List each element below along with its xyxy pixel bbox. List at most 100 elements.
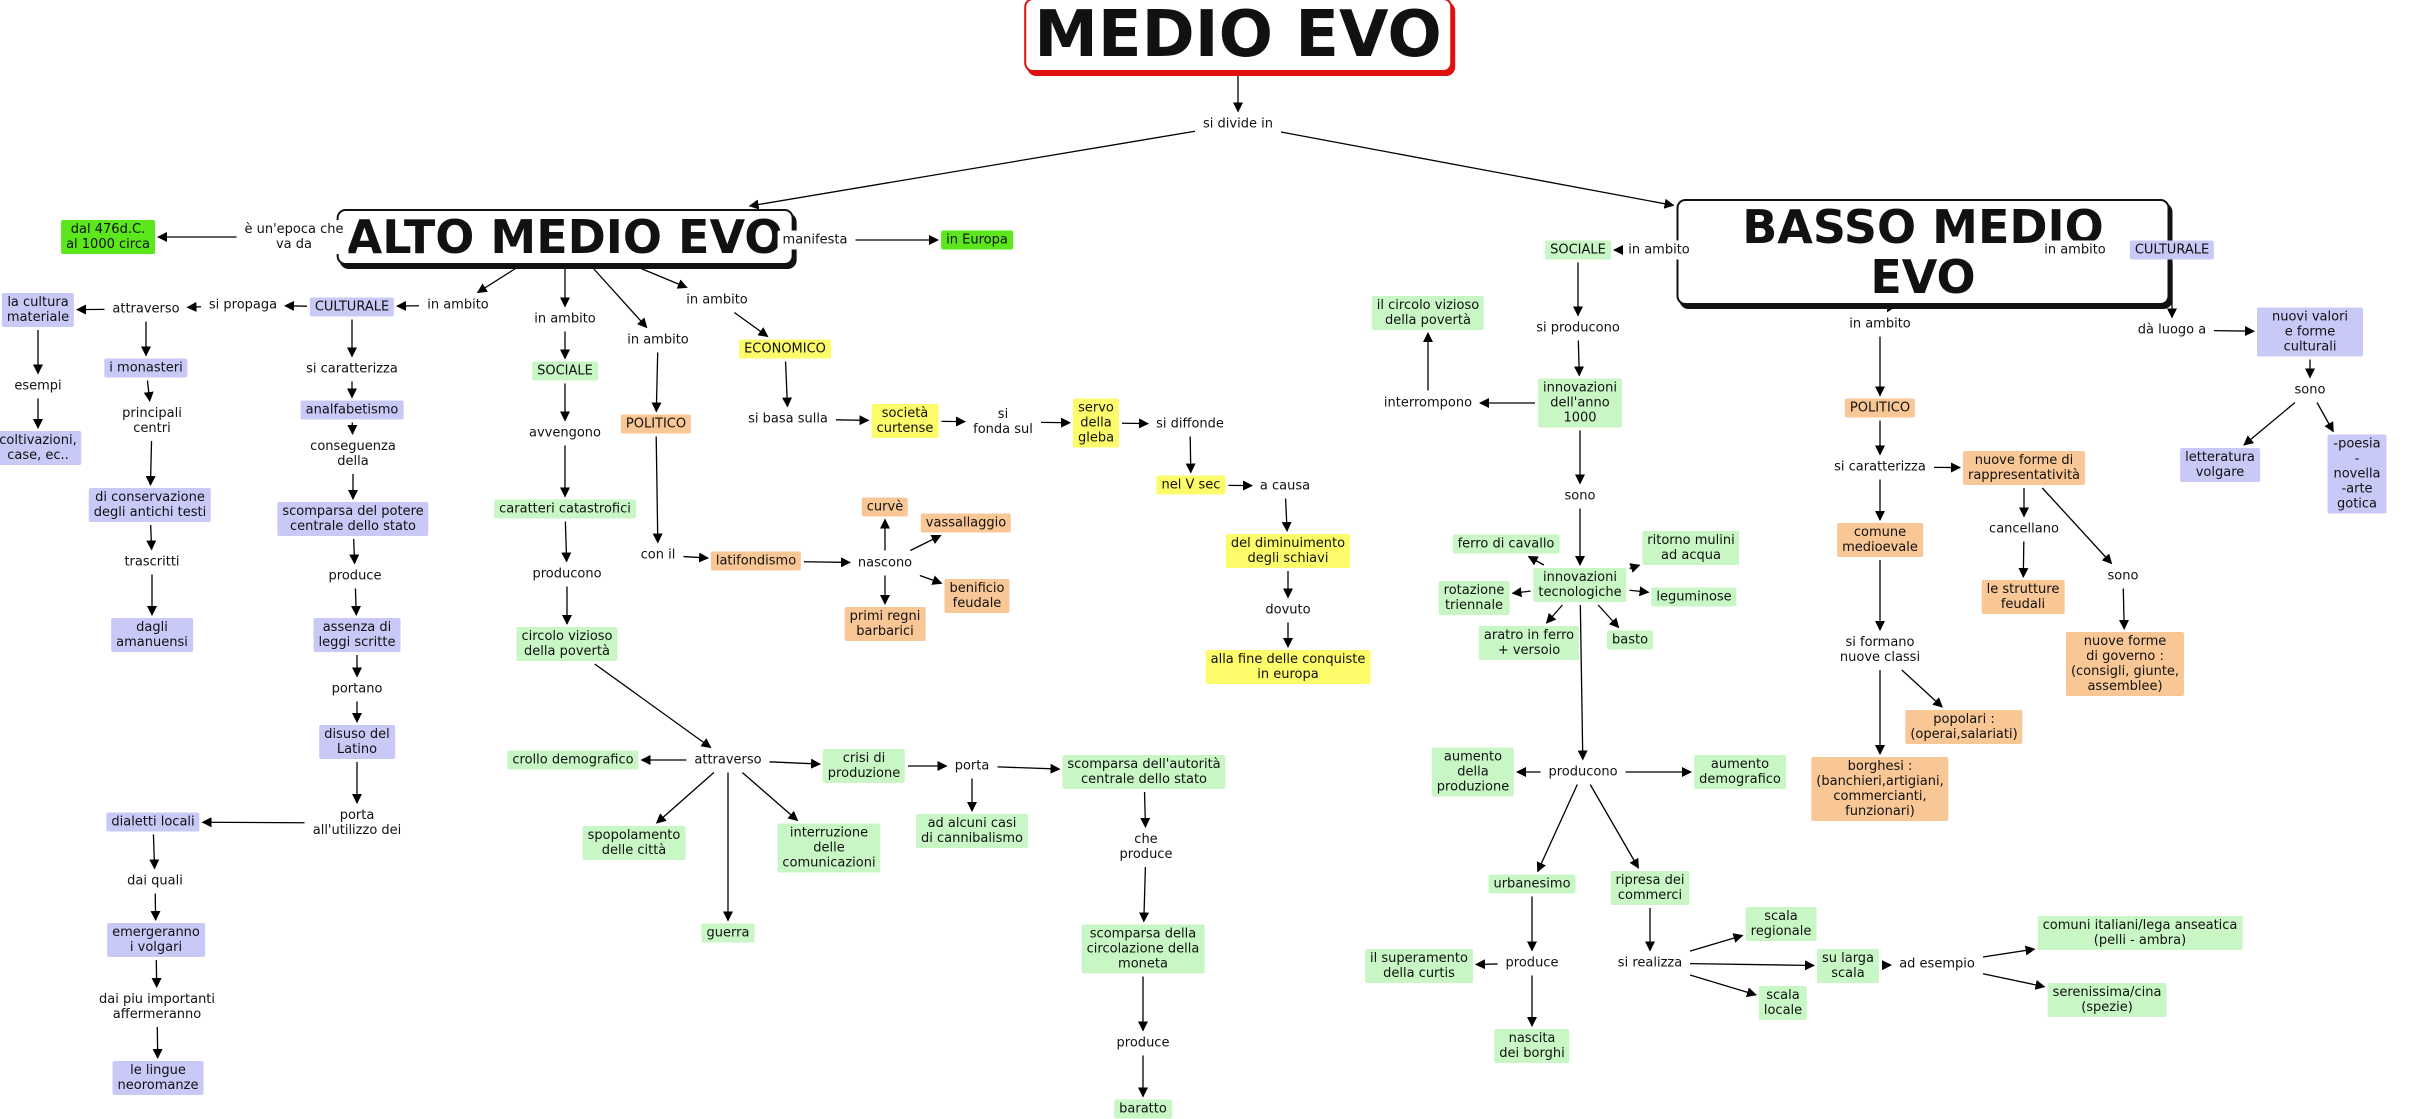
node-b-comuni: comuni italiani/lega anseatica (pelli - …: [2037, 916, 2243, 950]
node-sidivide: si divide in: [1198, 114, 1278, 134]
node-b-sono3: sono: [2289, 380, 2331, 400]
node-a-diminuimento: del diminuimento degli schiavi: [1225, 534, 1351, 568]
node-b-nuoveforme: nuove forme di rappresentatività: [1962, 451, 2086, 485]
node-a-coltivazioni: coltivazioni, case, ec..: [0, 431, 82, 465]
connector-b-sono2-to-b-governo: [2119, 588, 2129, 630]
node-b-produce: produce: [1500, 953, 1564, 973]
node-b-daluogo: dà luogo a: [2132, 320, 2212, 340]
connector-b-innovtec-to-b-leguminose: [1629, 586, 1650, 597]
node-a-cannibalismo: ad alcuni casi di cannibalismo: [915, 814, 1029, 848]
node-b-sono2: sono: [2102, 566, 2144, 586]
node-a-conservazione: di conservazione degli antichi testi: [88, 488, 212, 522]
connector-a-conservazione-to-a-trascritti: [146, 524, 157, 551]
node-a-producono: producono: [527, 564, 607, 584]
node-a-primiregni: primi regni barbarici: [844, 607, 926, 641]
node-europa: in Europa: [941, 230, 1013, 250]
node-b-producono: producono: [1543, 762, 1623, 782]
connector-b-siproducono-to-b-innovazioni1000: [1574, 340, 1585, 377]
node-b-inambito2: in ambito: [1844, 314, 1916, 334]
node-alto: ALTO MEDIO EVO: [336, 209, 794, 265]
connector-b-innovtec-to-b-producono: [1577, 604, 1588, 761]
node-a-conil: con il: [635, 545, 681, 565]
connector-a-dialetti-to-a-daiquali: [149, 834, 160, 870]
node-a-produce2: produce: [1111, 1033, 1175, 1053]
node-b-sociale: SOCIALE: [1545, 240, 1611, 260]
connector-a-latifondismo-to-a-nascono: [803, 557, 851, 568]
connector-a-attraverso2-to-a-crisi: [769, 758, 821, 769]
connector-a-attraverso2-to-a-interruzione: [741, 772, 799, 822]
node-a-principali: principali centri: [117, 404, 187, 438]
connector-a-inambito3-to-a-politico: [651, 352, 662, 413]
connector-basso-to-b-inambito2: [1886, 301, 1897, 313]
node-a-moneta: scomparsa della circolazione della monet…: [1081, 924, 1205, 974]
node-a-interruzione: interruzione delle comunicazioni: [777, 823, 881, 873]
connector-b-nuoveforme-to-b-sono2: [2041, 487, 2113, 565]
connector-a-cheproduce-to-a-moneta: [1139, 866, 1150, 923]
connector-alto-to-a-inambito3: [592, 267, 648, 329]
node-a-avvengono: avvengono: [524, 423, 606, 443]
connector-a-principali-to-a-conservazione: [145, 440, 156, 486]
node-a-crollo: crollo demografico: [507, 750, 639, 770]
connector-a-economico-to-a-sibasa: [782, 361, 793, 408]
node-b-borghesi: borghesi : (banchieri,artigiani, commerc…: [1811, 757, 1949, 821]
node-b-caratterizza: si caratterizza: [1829, 457, 1931, 477]
node-a-disuso: disuso del Latino: [319, 725, 395, 759]
connector-a-sibasa-to-a-societa: [835, 415, 870, 426]
node-a-latifondismo: latifondismo: [710, 551, 802, 571]
node-a-sibasa: si basa sulla: [743, 409, 833, 429]
node-a-sociale: SOCIALE: [532, 361, 598, 381]
node-a-attraverso: attraverso: [107, 299, 185, 319]
node-a-servo: servo della gleba: [1072, 398, 1120, 448]
node-b-urbanesimo: urbanesimo: [1488, 874, 1576, 894]
node-b-rotazione: rotazione triennale: [1438, 581, 1510, 615]
node-b-sirealizza: si realizza: [1612, 953, 1688, 973]
node-a-monasteri: i monasteri: [104, 358, 188, 378]
node-b-inambito1: in ambito: [1623, 240, 1695, 260]
node-a-attraverso2: attraverso: [689, 750, 767, 770]
connector-a-sipropaga-to-a-attraverso: [186, 301, 202, 312]
connector-b-sono3-to-b-poesia: [2316, 402, 2334, 433]
node-a-caratteri: caratteri catastrofici: [494, 499, 636, 519]
node-a-circolo: circolo vizioso della povertà: [516, 627, 618, 661]
node-a-societa: società curtense: [871, 404, 939, 438]
node-a-baratto: baratto: [1114, 1099, 1172, 1119]
node-a-nascono: nascono: [852, 553, 918, 573]
node-a-daipiu: dai piu importanti affermeranno: [93, 990, 221, 1024]
connector-sidivide-to-basso: [1280, 131, 1675, 209]
connector-alto-to-a-inambito1: [476, 267, 517, 294]
node-b-sono: sono: [1559, 486, 1601, 506]
node-b-siformano: si formano nuove classi: [1834, 633, 1926, 667]
connector-b-sirealizza-to-b-regionale: [1689, 933, 1744, 952]
node-a-vassallaggio: vassallaggio: [920, 513, 1012, 533]
connector-a-produce-to-a-assenza: [351, 588, 362, 616]
node-b-innovazioni1000: innovazioni dell'anno 1000: [1538, 378, 1622, 428]
connector-b-innovtec-to-b-mulini: [1629, 563, 1641, 573]
node-a-beneficio: benificio feudale: [944, 579, 1010, 613]
node-a-amanuensi: dagli amanuensi: [111, 618, 193, 652]
node-b-largascala: su larga scala: [1816, 949, 1880, 983]
connector-b-sirealizza-to-b-locale: [1689, 974, 1757, 998]
connector-sidivide-to-alto: [748, 130, 1196, 210]
node-a-conseguenza: conseguenza della: [305, 437, 401, 471]
connector-a-circolo-to-a-attraverso2: [594, 663, 712, 749]
node-b-siproducono: si producono: [1531, 318, 1625, 338]
connector-b-innovtec-to-b-aratro: [1545, 604, 1563, 624]
connector-a-attraverso2-to-a-spopolamento: [655, 772, 715, 824]
node-a-scomparsaaut: scomparsa dell'autorità centrale dello s…: [1062, 755, 1226, 789]
connector-b-innovtec-to-b-rotazione: [1511, 587, 1531, 598]
node-a-sifonda: si fonda sul: [968, 405, 1038, 439]
node-a-cult: CULTURALE: [309, 297, 395, 317]
connector-b-siformano-to-b-popolari: [1901, 669, 1943, 708]
node-b-borghi: nascita dei borghi: [1494, 1029, 1570, 1063]
node-a-dialetti: dialetti locali: [106, 812, 200, 832]
node-b-strutture: le strutture feudali: [1981, 580, 2065, 614]
node-b-governo: nuove forme di governo : (consigli, giun…: [2065, 632, 2185, 696]
connector-a-nascono-to-a-beneficio: [919, 574, 943, 585]
node-b-ripresa: ripresa dei commerci: [1610, 871, 1690, 905]
connector-b-adesempio-to-b-comuni: [1982, 945, 2036, 958]
node-a-lingue: le lingue neoromanze: [112, 1061, 204, 1095]
connector-a-scomparsaaut-to-a-cheproduce: [1140, 791, 1151, 828]
node-a-guerra: guerra: [701, 923, 755, 943]
